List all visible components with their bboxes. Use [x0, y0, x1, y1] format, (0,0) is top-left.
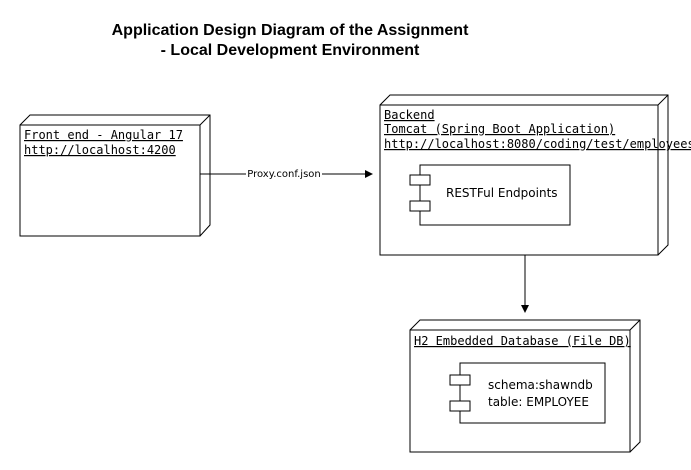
database-node[interactable]: H2 Embedded Database (File DB) schema:sh…: [409, 319, 641, 453]
schema-label: schema:shawndb: [488, 378, 593, 392]
frontend-label: Front end - Angular 17: [24, 128, 183, 142]
proxy-edge: Proxy.conf.json: [200, 166, 373, 180]
backend-node[interactable]: Backend Tomcat (Spring Boot Application)…: [379, 94, 691, 256]
backend-label: Backend: [384, 108, 435, 122]
component-icon-top: [409, 174, 431, 186]
restful-endpoints-component[interactable]: RESTFul Endpoints: [409, 164, 571, 226]
diagram-title-line1: Application Design Diagram of the Assign…: [112, 22, 469, 39]
database-label: H2 Embedded Database (File DB): [414, 334, 631, 348]
restful-endpoints-label: RESTFul Endpoints: [446, 186, 558, 200]
diagram-title-line2: - Local Development Environment: [161, 42, 420, 59]
proxy-edge-label: Proxy.conf.json: [247, 169, 321, 180]
frontend-node[interactable]: Front end - Angular 17 http://localhost:…: [19, 114, 211, 237]
component-icon-top: [449, 374, 471, 386]
component-icon-bottom: [449, 400, 471, 412]
frontend-url: http://localhost:4200: [24, 143, 176, 157]
schema-component[interactable]: schema:shawndb table: EMPLOYEE: [449, 362, 606, 424]
component-icon-bottom: [409, 200, 431, 212]
table-label: table: EMPLOYEE: [488, 395, 589, 409]
backend-server: Tomcat (Spring Boot Application): [384, 122, 615, 136]
backend-url: http://localhost:8080/coding/test/employ…: [384, 137, 691, 151]
